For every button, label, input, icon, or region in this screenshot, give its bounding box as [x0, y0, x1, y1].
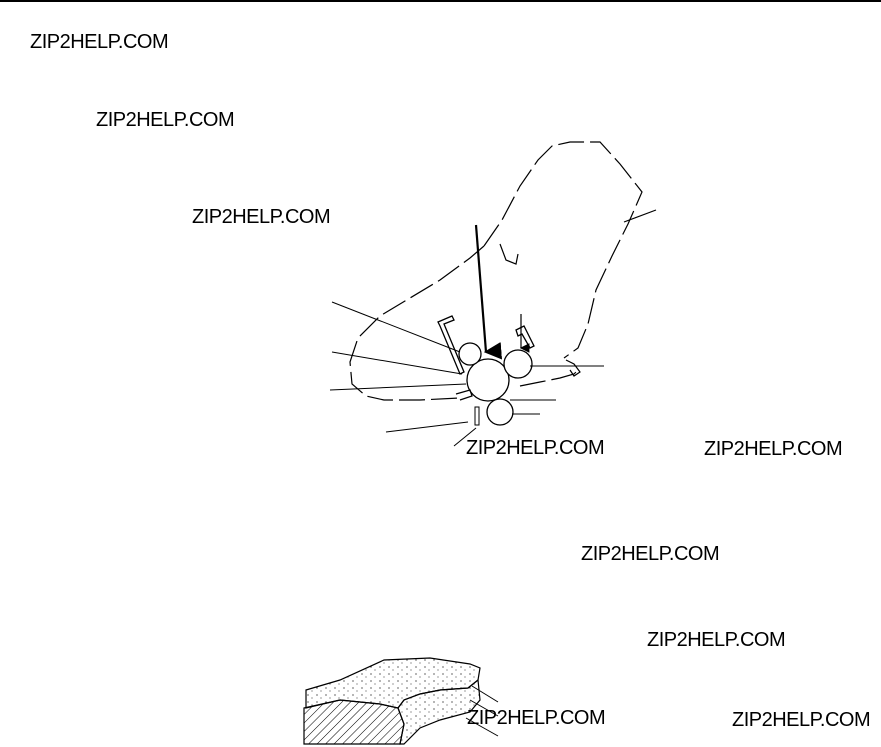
- paper-guide-hook: [455, 389, 473, 401]
- watermark-text: ZIP2HELP.COM: [467, 707, 606, 729]
- watermark-text: ZIP2HELP.COM: [96, 109, 235, 131]
- top-rule: [0, 0, 881, 2]
- drum-roller: [466, 358, 510, 402]
- rollers: [458, 342, 533, 426]
- watermark-text: ZIP2HELP.COM: [192, 206, 331, 228]
- watermark-text: ZIP2HELP.COM: [30, 31, 169, 53]
- transfer-pin: [474, 406, 480, 426]
- cross-section-illustration: [303, 657, 499, 745]
- cartridge-outline: [349, 141, 643, 401]
- cartridge-notch: [499, 243, 581, 377]
- lower-roller: [486, 398, 514, 426]
- leader-lines: [329, 301, 604, 447]
- blade-bracket: [437, 315, 535, 375]
- watermark-text: ZIP2HELP.COM: [466, 437, 605, 459]
- watermark-text: ZIP2HELP.COM: [732, 709, 871, 731]
- watermark-text: ZIP2HELP.COM: [704, 438, 843, 460]
- upper-left-roller: [458, 342, 482, 366]
- watermark-text: ZIP2HELP.COM: [647, 629, 786, 651]
- watermark-text: ZIP2HELP.COM: [581, 543, 720, 565]
- cartridge-crossline: [623, 209, 657, 223]
- upper-right-roller: [503, 349, 533, 379]
- arrow-drum: [474, 224, 503, 360]
